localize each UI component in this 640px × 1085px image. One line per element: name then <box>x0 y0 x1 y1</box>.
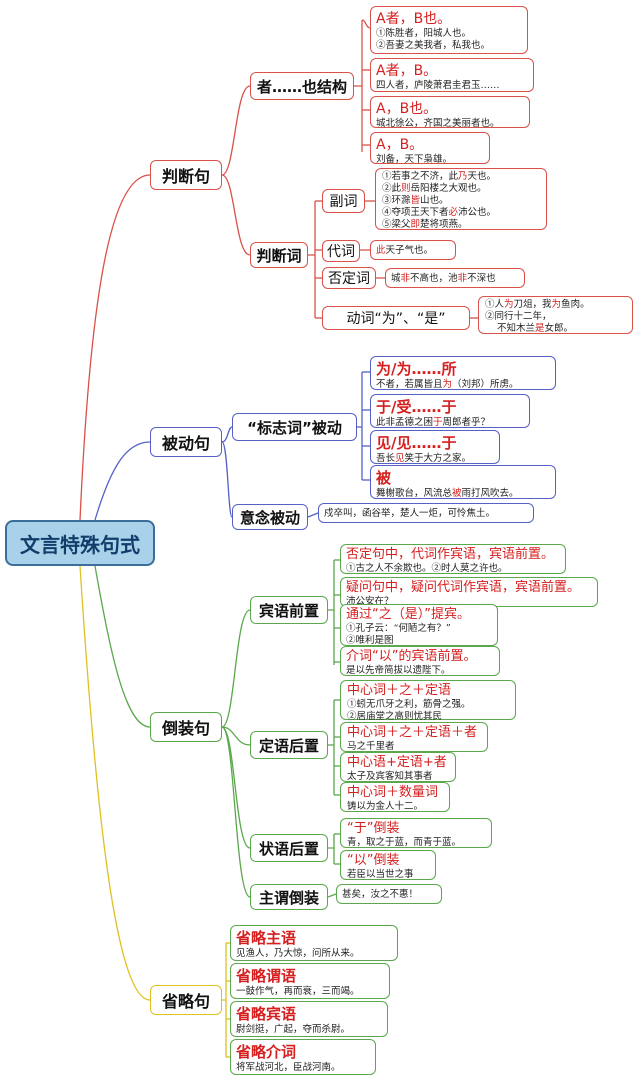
object-fronting-item: 介词“以”的宾语前置。 是以先帝简拔以遗陛下。 <box>340 646 500 676</box>
zhe-ye-structure-node: 者……也结构 <box>250 72 354 100</box>
marker-word-passive-node: “标志词”被动 <box>232 413 357 441</box>
passive-sentence-node: 被动句 <box>150 427 222 457</box>
adverb-node: 副词 <box>322 189 365 213</box>
verb-examples: ①人为刀俎，我为鱼肉。 ②同行十二年， 不知木兰是女郎。 <box>478 296 633 334</box>
zhe-ye-item: A者，B也。 ①陈胜者，阳城人也。 ②吾妻之美我者，私我也。 <box>370 6 528 54</box>
attributive-postposition-item: 中心语+定语+者 太子及宾客知其事者 <box>340 752 456 782</box>
verb-wei-shi-node: 动词“为”、“是” <box>322 306 470 330</box>
ellipsis-item: 省略宾语 尉剑挺，广起，夺而杀尉。 <box>230 1001 388 1037</box>
attributive-postposition-item: 中心词＋数量词 铸以为金人十二。 <box>340 782 450 812</box>
item-title: A，B。 <box>376 137 424 153</box>
object-fronting-item: 疑问句中，疑问代词作宾语，宾语前置。 沛公安在？ <box>340 577 598 607</box>
connector-root-judgment <box>79 174 151 521</box>
judgment-word-node: 判断词 <box>250 242 308 268</box>
ellipsis-item: 省略主语 见渔人，乃大惊，问所从来。 <box>230 925 398 961</box>
ellipsis-item: 省略介词 将军战河北，臣战河南。 <box>230 1039 376 1075</box>
example-text: ①陈胜者，阳城人也。 <box>376 28 472 39</box>
subject-predicate-inversion-example: 甚矣，汝之不惠！ <box>336 884 442 904</box>
zhe-ye-item: A者，B。 四人者，庐陵萧君圭君玉…… <box>370 58 534 92</box>
notional-passive-example: 戍卒叫，函谷举，楚人一炬，可怜焦土。 <box>318 503 534 523</box>
example-line: ④夺项王天下者必沛公也。 <box>382 207 497 218</box>
pronoun-node: 代词 <box>322 240 360 262</box>
attributive-postposition-item: 中心词＋之＋定语＋者 马之千里者 <box>340 722 488 752</box>
negative-word-node: 否定词 <box>322 267 376 289</box>
object-fronting-item: 否定句中，代词作宾语，宾语前置。 ①古之人不余欺也。②时人莫之许也。 <box>340 544 566 574</box>
attributive-postposition-item: 中心词＋之＋定语 ①蚓无爪牙之利，筋骨之强。 ②居庙堂之高则忧其民 <box>340 680 516 722</box>
negative-example: 城非不高也，池非不深也 <box>385 268 525 288</box>
example-line: ②此则岳阳楼之大观也。 <box>382 183 487 194</box>
inverted-sentence-node: 倒装句 <box>150 712 222 742</box>
item-title: A者，B也。 <box>376 11 452 27</box>
ellipsis-item: 省略谓语 一鼓作气，再而衰，三而竭。 <box>230 963 390 999</box>
adverbial-postposition-item: “以”倒装 若臣以当世之事 <box>340 850 436 880</box>
item-title: A者，B。 <box>376 63 438 79</box>
attributive-postposition-node: 定语后置 <box>250 731 328 759</box>
connector-root-ellipsis <box>79 565 151 1001</box>
example-text: 刘备，天下枭雄。 <box>376 154 453 165</box>
judgment-sentence-node: 判断句 <box>150 160 222 190</box>
example-line: ⑤梁父即楚将项燕。 <box>382 219 468 230</box>
example-line: ①若事之不济，此乃天也。 <box>382 171 497 182</box>
subject-predicate-inversion-node: 主谓倒装 <box>250 884 328 910</box>
notional-passive-node: 意念被动 <box>232 504 308 530</box>
adverbial-postposition-item: “于”倒装 青，取之于蓝，而青于蓝。 <box>340 818 492 848</box>
pronoun-example: 此天子气也。 <box>370 240 456 260</box>
object-fronting-item: 通过“之（是）”提宾。 ①孔子云：“何陋之有？” ②唯利是图 <box>340 604 498 646</box>
example-text: ②吾妻之美我者，私我也。 <box>376 40 491 51</box>
item-title: A，B也。 <box>376 101 438 117</box>
example-text: 四人者，庐陵萧君圭君玉…… <box>376 80 500 91</box>
object-fronting-node: 宾语前置 <box>250 596 328 624</box>
connector-root-inversion <box>94 565 151 728</box>
zhe-ye-item: A，B也。 城北徐公，齐国之美丽者也。 <box>370 96 530 129</box>
example-line: ③环滁皆山也。 <box>382 195 449 206</box>
adverb-examples: ①若事之不济，此乃天也。 ②此则岳阳楼之大观也。 ③环滁皆山也。 ④夺项王天下者… <box>375 168 547 230</box>
zhe-ye-item: A，B。 刘备，天下枭雄。 <box>370 132 490 165</box>
connector-root-passive <box>94 441 151 521</box>
example-text: 城北徐公，齐国之美丽者也。 <box>376 118 500 129</box>
passive-marker-item: 见/见……于 吾长见笑于大方之家。 <box>370 430 500 464</box>
passive-marker-item: 于/受……于 此非孟德之困于周郎者乎？ <box>370 394 530 428</box>
passive-marker-item: 被 舞榭歌台，风流总被雨打风吹去。 <box>370 465 556 499</box>
root-topic: 文言特殊句式 <box>5 520 155 566</box>
adverbial-postposition-node: 状语后置 <box>250 834 328 862</box>
passive-marker-item: 为/为……所 不者，若属皆且为（刘邦）所虏。 <box>370 356 556 390</box>
ellipsis-sentence-node: 省略句 <box>150 985 222 1015</box>
